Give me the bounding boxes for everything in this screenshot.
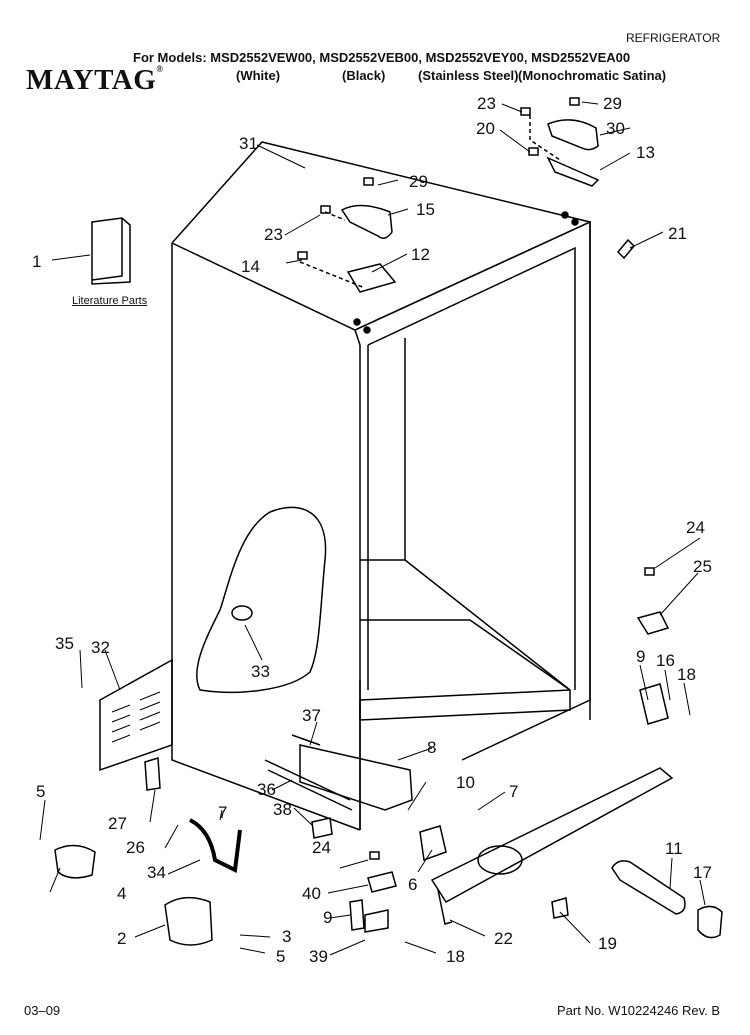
callout-24a: 24	[686, 518, 705, 537]
brand-name: MAYTAG	[26, 64, 157, 96]
callout-12: 12	[411, 245, 430, 264]
callout-18a: 18	[677, 665, 696, 684]
fan-assembly-8	[299, 744, 413, 811]
callout-18b: 18	[446, 947, 465, 966]
cabinet-front-frame	[354, 220, 591, 830]
leader-lines	[39, 101, 706, 956]
callout-7b: 7	[509, 782, 518, 801]
callout-23a: 23	[477, 94, 496, 113]
bracket-16	[639, 683, 669, 725]
callout-15: 15	[416, 200, 435, 219]
footer-date: 03–09	[24, 1003, 61, 1018]
callout-38: 38	[273, 800, 292, 819]
finish-mono: (Monochromatic Satina)	[518, 68, 667, 83]
category-label: REFRIGERATOR	[626, 31, 721, 45]
callout-20: 20	[476, 119, 495, 138]
part-38-icon	[311, 817, 333, 839]
callout-6: 6	[408, 875, 417, 894]
cabinet-shelf	[359, 689, 571, 721]
hinge-cover-15	[340, 204, 393, 239]
drain-hose-34	[189, 818, 242, 874]
models-line: For Models: MSD2552VEW00, MSD2552VEB00, …	[133, 50, 631, 65]
grille-32	[99, 658, 173, 772]
callout-14: 14	[241, 257, 260, 276]
bracket-39	[349, 899, 389, 933]
callout-9a: 9	[636, 647, 645, 666]
callout-10: 10	[456, 773, 475, 792]
callout-27: 27	[108, 814, 127, 833]
callout-30: 30	[606, 119, 625, 138]
callout-8: 8	[427, 738, 436, 757]
compressor-part-2	[164, 896, 213, 946]
finish-stainless: (Stainless Steel)	[418, 68, 519, 83]
callout-11: 11	[665, 839, 683, 858]
callout-22: 22	[494, 929, 513, 948]
cutaway-region	[196, 506, 327, 693]
literature-parts-label: Literature Parts	[72, 295, 148, 307]
callout-5b: 5	[276, 947, 285, 966]
callout-9b: 9	[323, 908, 332, 927]
callout-37: 37	[302, 706, 321, 725]
callout-40: 40	[302, 884, 321, 903]
callout-29a: 29	[603, 94, 622, 113]
screw-icons	[297, 97, 655, 860]
part-19-icon	[551, 897, 569, 919]
hinge-bracket-12	[346, 263, 397, 293]
callout-4: 4	[117, 884, 126, 903]
callout-26: 26	[126, 838, 145, 857]
bracket-40	[367, 871, 397, 893]
callout-19: 19	[598, 934, 617, 953]
callout-2: 2	[117, 929, 126, 948]
callout-7a: 7	[218, 803, 227, 822]
callout-17: 17	[693, 863, 712, 882]
callout-labels: 1 2 3 4 5 5 6 7 7 8 9 9 10 11 12 13 14 1…	[32, 94, 712, 966]
compressor-part-4	[54, 844, 96, 879]
callout-35: 35	[55, 634, 74, 653]
hinge-25	[636, 611, 670, 635]
callout-39: 39	[309, 947, 328, 966]
part-6-icon	[419, 825, 447, 862]
callout-21: 21	[668, 224, 687, 243]
part-33-icon	[231, 605, 253, 621]
callout-3: 3	[282, 927, 291, 946]
grille-22	[430, 767, 674, 925]
cabinet-shell	[171, 141, 591, 831]
footer-part-number: Part No. W10224246 Rev. B	[557, 1003, 721, 1018]
brand-mark: ®	[156, 64, 164, 74]
cabinet-drawing	[54, 97, 723, 946]
callout-23b: 23	[264, 225, 283, 244]
callout-24b: 24	[312, 838, 331, 857]
hinge-bracket-13	[546, 156, 600, 187]
callout-25: 25	[693, 557, 712, 576]
cabinet-liner	[360, 338, 571, 691]
callout-16: 16	[656, 651, 675, 670]
callout-29b: 29	[409, 172, 428, 191]
brand-logo: MAYTAG®	[26, 64, 164, 97]
part-21-icon	[616, 238, 636, 260]
literature-book-icon	[91, 217, 131, 285]
callout-34: 34	[147, 863, 166, 882]
callout-13: 13	[636, 143, 655, 162]
hinge-cover-30	[547, 119, 599, 151]
part-27-icon	[144, 757, 161, 791]
callout-5a: 5	[36, 782, 45, 801]
finish-black: (Black)	[342, 68, 386, 83]
callout-31: 31	[239, 134, 258, 153]
water-filter-11	[611, 860, 686, 915]
filter-cap-17	[697, 905, 723, 939]
callout-32: 32	[91, 638, 110, 657]
callout-33: 33	[251, 662, 270, 681]
finish-white: (White)	[236, 68, 281, 83]
callout-36: 36	[257, 780, 276, 799]
callout-1: 1	[32, 252, 41, 271]
